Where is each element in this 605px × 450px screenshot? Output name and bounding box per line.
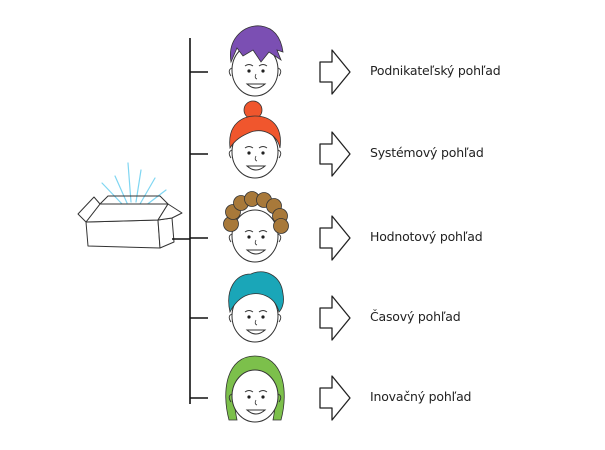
right-arrow-icon (319, 131, 351, 177)
face-icon (231, 369, 279, 423)
hair-icon (230, 25, 284, 64)
hair-icon (228, 271, 284, 314)
perspective-row (190, 355, 351, 423)
face-features (244, 146, 268, 171)
open-box-icon (77, 162, 183, 249)
perspective-row (190, 271, 351, 343)
head-icon (225, 355, 285, 423)
face-features (244, 230, 268, 255)
right-arrow-icon (319, 215, 351, 261)
right-arrow-icon (319, 375, 351, 421)
face-features (244, 390, 268, 415)
right-arrow-icon (319, 49, 351, 95)
head-icon (228, 100, 282, 179)
perspective-label: Inovačný pohľad (370, 389, 472, 404)
perspective-label: Systémový pohľad (370, 145, 484, 160)
right-arrow-icon (319, 295, 351, 341)
glow-rays-icon (101, 162, 167, 207)
head-icon (223, 191, 289, 263)
perspective-label: Podnikateľský pohľad (370, 63, 501, 78)
face-icon (231, 209, 279, 263)
perspective-row (190, 191, 351, 263)
hair-icon (223, 191, 289, 234)
perspective-row (190, 100, 351, 179)
face-features (244, 310, 268, 335)
face-features (244, 64, 268, 89)
head-icon (228, 25, 284, 97)
perspective-label: Hodnotový pohľad (370, 229, 483, 244)
perspective-row (190, 25, 351, 97)
hair-icon (229, 100, 281, 150)
head-icon (228, 271, 284, 343)
perspective-label: Časový pohľad (370, 309, 461, 324)
